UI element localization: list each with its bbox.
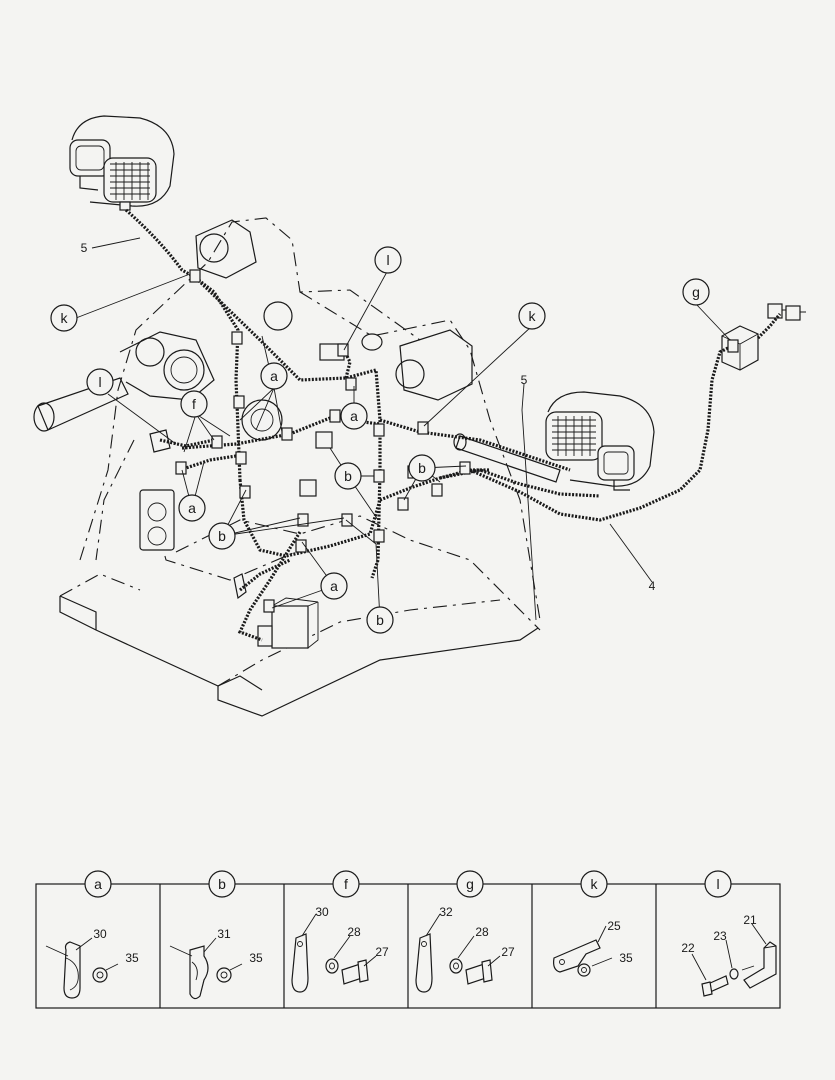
callout-label: b: [218, 528, 226, 544]
work-lamp-left: [69, 115, 175, 211]
panel-label: b: [218, 876, 226, 892]
part-number: 28: [347, 925, 361, 939]
work-lamp-right: [545, 391, 655, 491]
panel-label: a: [94, 876, 102, 892]
part-number: 30: [93, 927, 107, 941]
detail-panel-l: l 22 23 21: [681, 870, 777, 997]
part-number: 31: [217, 927, 231, 941]
part-number: 22: [681, 941, 695, 955]
part-number: 25: [607, 919, 621, 933]
junction-box: [721, 303, 806, 371]
callout-label: b: [376, 612, 384, 628]
callout-label: a: [188, 500, 196, 516]
callout-b-bottom: b: [366, 606, 394, 634]
part-number-4: 4: [649, 579, 656, 593]
callout-b-right: b: [408, 454, 436, 482]
panel-label: k: [591, 876, 599, 892]
part-number: 27: [501, 945, 515, 959]
callout-a-left: a: [178, 494, 206, 522]
callout-l-upper: l: [374, 246, 402, 274]
callout-a-center: a: [260, 362, 288, 390]
callout-g: g: [682, 278, 710, 306]
callout-label: a: [330, 578, 338, 594]
part-number: 23: [713, 929, 727, 943]
detail-panel-g: g 32 28 27: [415, 870, 515, 993]
part-number: 21: [743, 913, 757, 927]
callout-label: f: [192, 396, 196, 412]
panel-label: f: [344, 876, 348, 892]
callout-label: a: [270, 368, 278, 384]
callout-label: l: [386, 252, 389, 268]
callout-a-right: a: [340, 402, 368, 430]
detail-panels: a 30 35 b 31 35 f: [35, 870, 781, 1009]
callout-a-bottom: a: [320, 572, 348, 600]
callout-label: a: [350, 408, 358, 424]
part-number-5-right: 5: [521, 373, 528, 387]
callout-label: k: [529, 308, 537, 324]
callout-label: g: [692, 284, 700, 300]
part-number: 35: [619, 951, 633, 965]
part-number: 27: [375, 945, 389, 959]
callout-b-mid: b: [334, 462, 362, 490]
detail-panel-k: k 25 35: [553, 870, 633, 977]
callout-k-right: k: [518, 302, 546, 330]
part-number-5-left: 5: [81, 241, 88, 255]
panel-label: g: [466, 876, 474, 892]
callout-label: l: [98, 374, 101, 390]
part-number: 28: [475, 925, 489, 939]
callout-l-left: l: [86, 368, 114, 396]
callout-k-top: k: [50, 304, 78, 332]
detail-panel-f: f 30 28 27: [291, 870, 389, 993]
part-number: 30: [315, 905, 329, 919]
detail-panel-a: a 30 35: [45, 870, 139, 999]
callout-label: b: [418, 460, 426, 476]
detail-panel-b: b 31 35: [169, 870, 263, 1000]
part-number: 35: [125, 951, 139, 965]
callout-f: f: [180, 390, 208, 418]
machine-frame: [33, 217, 561, 717]
panel-label: l: [716, 876, 719, 892]
callout-label: k: [61, 310, 69, 326]
wire-harness: [124, 208, 782, 642]
part-number: 35: [249, 951, 263, 965]
callout-b-left: b: [208, 522, 236, 550]
callout-label: b: [344, 468, 352, 484]
part-number: 32: [439, 905, 453, 919]
